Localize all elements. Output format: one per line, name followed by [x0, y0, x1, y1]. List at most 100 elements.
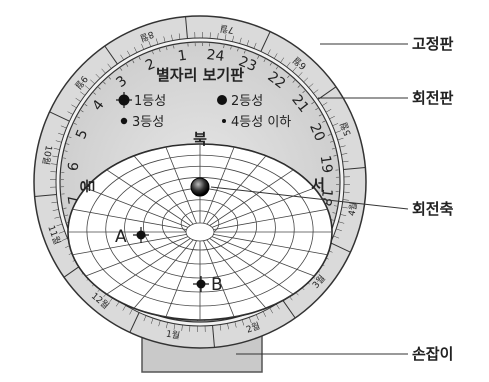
- month-tick: [298, 72, 303, 77]
- month-tick: [338, 221, 345, 224]
- month-tick: [308, 83, 314, 88]
- azimuth-line: [68, 231, 201, 259]
- month-tick: [90, 79, 95, 84]
- month-tick: [317, 86, 337, 100]
- month-tick: [253, 42, 257, 49]
- hour-minor-tick: [63, 207, 67, 209]
- hour-label: 19: [317, 154, 335, 174]
- month-tick: [143, 315, 147, 322]
- hour-minor-tick: [84, 104, 88, 107]
- month-tick: [343, 167, 366, 170]
- month-tick: [148, 40, 151, 47]
- hour-minor-tick: [108, 76, 112, 80]
- azimuth-line: [199, 181, 331, 233]
- hour-label: 24: [206, 47, 226, 65]
- star-3rd-icon: [120, 117, 128, 125]
- star-spikes-icon: [116, 92, 132, 108]
- hour-minor-tick: [287, 75, 290, 79]
- month-tick: [341, 206, 348, 209]
- month-tick: [52, 209, 59, 211]
- month-label: 7월: [219, 22, 235, 36]
- month-tick: [60, 125, 67, 129]
- month-tick: [267, 49, 271, 55]
- hour-minor-tick: [65, 214, 69, 216]
- hour-minor-tick: [103, 81, 106, 85]
- hour-minor-tick: [327, 134, 331, 136]
- svg-text:1등성: 1등성: [134, 94, 166, 109]
- month-tick: [340, 214, 347, 216]
- hour-minor-tick: [173, 45, 175, 49]
- hour-minor-tick: [132, 60, 135, 64]
- month-tick: [335, 130, 342, 133]
- month-tick: [178, 33, 181, 40]
- month-tick: [329, 116, 335, 120]
- legend-item-1st: 1등성: [116, 92, 166, 109]
- azimuth-line: [199, 205, 332, 233]
- hour-label: 1: [177, 48, 188, 65]
- hour-label: 7: [66, 194, 83, 205]
- hour-minor-tick: [302, 90, 306, 94]
- month-tick: [234, 321, 237, 328]
- hour-label: 6: [65, 161, 82, 172]
- month-tick: [49, 111, 70, 122]
- azimuth-line: [199, 231, 240, 320]
- month-tick: [282, 299, 296, 319]
- month-tick: [34, 194, 57, 197]
- month-tick: [337, 137, 344, 141]
- svg-text:3등성: 3등성: [132, 115, 164, 130]
- month-tick: [53, 148, 60, 150]
- month-tick: [80, 91, 86, 96]
- month-tick: [342, 160, 349, 163]
- legend-item-2nd: 2등성: [217, 94, 263, 109]
- month-tick: [51, 163, 58, 165]
- star-2nd-icon: [217, 95, 227, 105]
- hour-minor-tick: [77, 116, 81, 119]
- month-tick: [61, 238, 68, 241]
- svg-text:회전판: 회전판: [412, 89, 454, 107]
- month-tick: [75, 97, 81, 102]
- svg-text:손잡이: 손잡이: [412, 345, 453, 363]
- month-tick: [150, 318, 154, 324]
- hour-minor-tick: [333, 155, 337, 157]
- hour-minor-tick: [329, 141, 334, 143]
- hour-minor-tick: [68, 136, 72, 139]
- callout-handle: 손잡이: [236, 345, 453, 363]
- hour-minor-tick: [159, 48, 161, 53]
- month-tick: [212, 325, 215, 348]
- month-tick: [155, 38, 159, 45]
- azimuth-line: [69, 231, 201, 283]
- point-a: A: [115, 227, 149, 247]
- point-a-label: A: [115, 227, 127, 247]
- hour-minor-tick: [66, 143, 70, 145]
- month-tick: [286, 62, 291, 68]
- hour-minor-tick: [223, 45, 225, 49]
- month-tick: [104, 45, 118, 65]
- hour-minor-tick: [138, 56, 141, 60]
- month-tick: [120, 54, 124, 61]
- hour-minor-tick: [332, 212, 336, 214]
- month-tick: [51, 201, 58, 204]
- month-tick: [217, 33, 219, 40]
- month-tick: [241, 319, 245, 326]
- month-tick: [336, 228, 342, 232]
- month-tick: [246, 40, 250, 46]
- month-tick: [339, 145, 346, 148]
- legend: 1등성 2등성 3등성 4등성 이하: [116, 92, 291, 130]
- month-label: 1월: [165, 328, 181, 342]
- month-tick: [56, 223, 63, 227]
- hour-minor-tick: [292, 80, 296, 83]
- month-tick: [166, 322, 168, 329]
- azimuth-line: [199, 160, 307, 233]
- azimuth-line: [160, 144, 201, 233]
- month-label: 4월: [346, 201, 360, 217]
- month-tick: [54, 216, 61, 219]
- month-tick: [71, 104, 77, 109]
- month-tick: [95, 73, 101, 79]
- month-tick: [342, 199, 349, 201]
- hour-minor-tick: [322, 120, 326, 123]
- svg-text:2등성: 2등성: [231, 94, 263, 109]
- point-b-label: B: [211, 275, 223, 295]
- hour-minor-tick: [80, 110, 84, 113]
- month-tick: [158, 320, 161, 327]
